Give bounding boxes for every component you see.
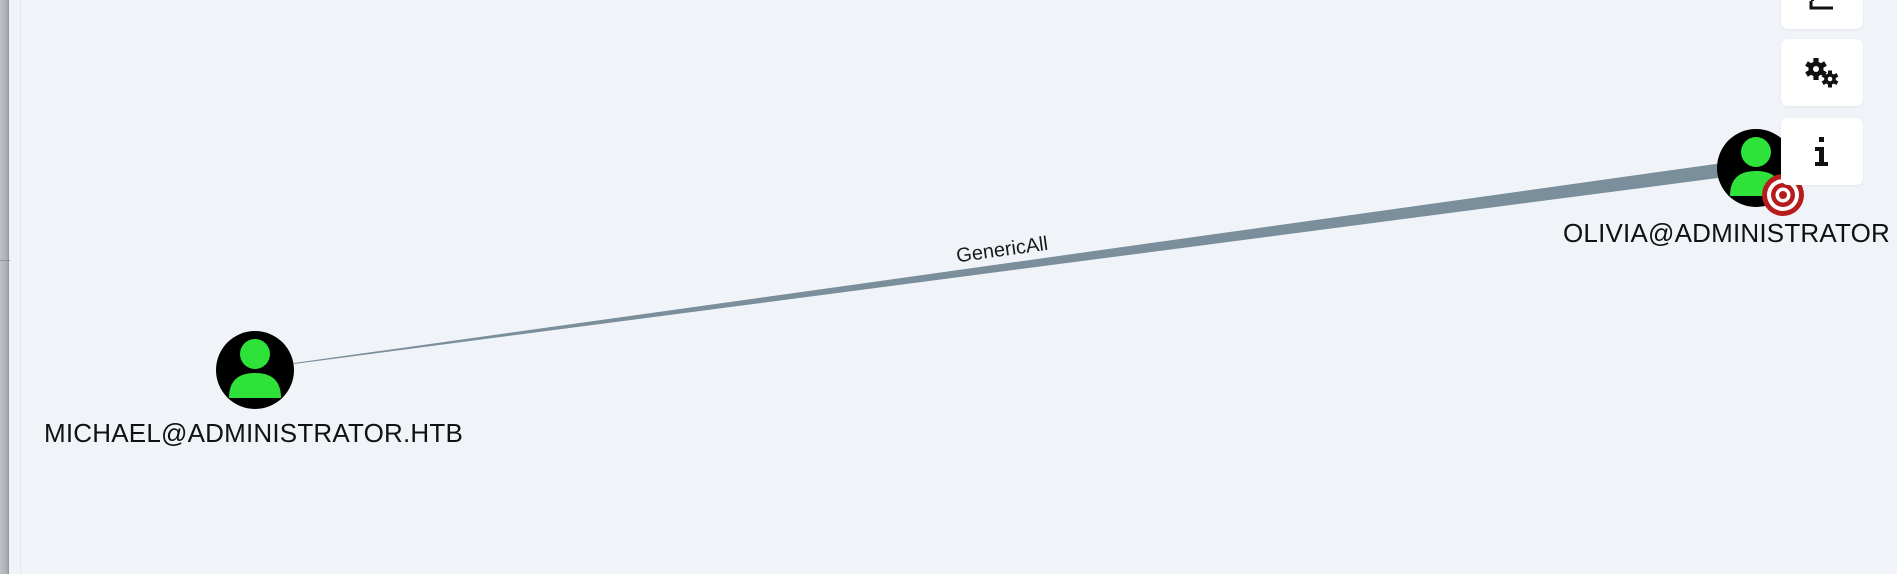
node-michael[interactable] bbox=[216, 331, 294, 409]
edge-genericall[interactable]: GenericAll bbox=[294, 162, 1733, 364]
layout-button[interactable] bbox=[1781, 0, 1863, 29]
info-button[interactable] bbox=[1781, 118, 1863, 185]
node-label-michael: MICHAEL@ADMINISTRATOR.HTB bbox=[44, 418, 464, 448]
edge-line[interactable] bbox=[294, 162, 1733, 364]
left-panel-edge[interactable] bbox=[0, 0, 9, 574]
settings-button[interactable] bbox=[1781, 39, 1863, 106]
info-icon bbox=[1815, 136, 1828, 166]
left-panel-edge-tick bbox=[0, 260, 10, 261]
gears-icon bbox=[1805, 57, 1839, 87]
user-icon bbox=[229, 339, 281, 398]
layout-icon bbox=[1809, 0, 1833, 9]
left-panel-divider bbox=[20, 0, 21, 574]
node-olivia[interactable] bbox=[1717, 129, 1804, 216]
node-label-olivia: OLIVIA@ADMINISTRATOR bbox=[1563, 218, 1891, 248]
